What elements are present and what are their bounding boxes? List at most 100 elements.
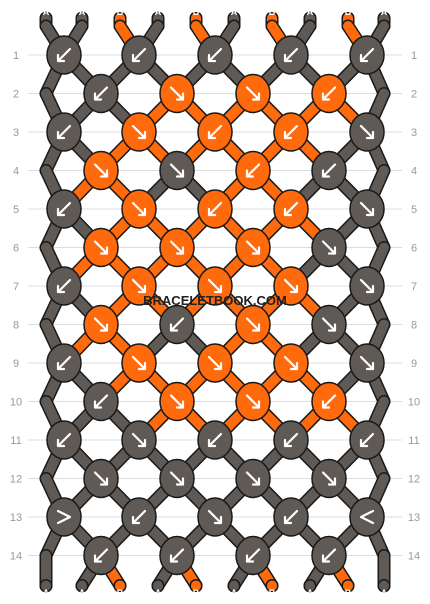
strand-label-bottom: B (117, 588, 124, 598)
knot-arrow-icon (56, 432, 72, 448)
strand-label-top: A (43, 7, 50, 17)
knot-arrow-icon (169, 548, 185, 563)
row-number-right: 3 (411, 127, 417, 139)
knot-arrow-icon (56, 355, 72, 371)
knot-arrow-icon (131, 432, 147, 448)
knot-arrow-icon (359, 201, 375, 217)
knot (83, 304, 119, 345)
knot (83, 535, 119, 576)
strand-label-top: B (193, 7, 200, 17)
knot (159, 73, 195, 114)
knot-body (349, 497, 385, 537)
row-number-left: 14 (10, 551, 22, 563)
knot (121, 266, 157, 306)
knot-arrow-icon (93, 548, 109, 563)
knot (235, 381, 271, 422)
knot (273, 112, 309, 152)
knot (83, 150, 119, 191)
knot-arrow-icon (207, 47, 223, 63)
row-number-right: 13 (408, 512, 420, 524)
knot (121, 343, 157, 383)
knot (349, 189, 385, 229)
strand-label-top: B (345, 7, 352, 17)
strand-label-bottom: A (231, 588, 238, 598)
knot-arrow-icon (93, 86, 109, 101)
knot (273, 343, 309, 383)
knot (311, 535, 347, 576)
knot (159, 535, 195, 576)
knot (197, 189, 233, 229)
knot (121, 112, 157, 152)
knot (349, 497, 385, 537)
row-number-left: 5 (13, 204, 19, 216)
strand-label-top: B (269, 7, 276, 17)
knot (311, 73, 347, 114)
strand-label-bottom: A (155, 588, 162, 598)
strand-label-bottom: A (79, 588, 86, 598)
knot-arrow-icon (321, 163, 337, 178)
knot-grid (46, 35, 385, 576)
knot-arrow-icon (56, 509, 72, 525)
knot-arrow-icon (93, 317, 109, 332)
knot (121, 497, 157, 537)
knot-arrow-icon (131, 355, 147, 371)
knot (349, 343, 385, 383)
knot-arrow-icon (321, 86, 337, 101)
knot-arrow-icon (245, 548, 261, 563)
knot (235, 150, 271, 191)
knot-arrow-icon (169, 317, 185, 332)
knot (46, 497, 82, 537)
knot (311, 381, 347, 422)
row-number-right: 2 (411, 89, 417, 101)
knot-arrow-icon (359, 278, 375, 294)
knot (83, 381, 119, 422)
knot (311, 304, 347, 345)
knot-arrow-icon (207, 201, 223, 217)
knot (159, 381, 195, 422)
knot-arrow-icon (207, 124, 223, 140)
strand-label-bottom: B (193, 588, 200, 598)
knot (349, 112, 385, 152)
row-number-left: 4 (13, 166, 19, 178)
knot (235, 535, 271, 576)
strand-label-top: B (117, 7, 124, 17)
strand-label-top: A (79, 7, 86, 17)
knot-arrow-icon (321, 394, 337, 409)
strand-label-top: A (155, 7, 162, 17)
knot-arrow-icon (283, 432, 299, 448)
knot-arrow-icon (283, 124, 299, 140)
knot-arrow-icon (56, 278, 72, 294)
knot-arrow-icon (56, 124, 72, 140)
knot (197, 112, 233, 152)
knot-arrow-icon (359, 509, 375, 525)
row-number-right: 9 (411, 358, 417, 370)
knot (83, 73, 119, 114)
knot (121, 189, 157, 229)
row-number-left: 12 (10, 474, 22, 486)
knot-arrow-icon (283, 355, 299, 371)
knot (273, 497, 309, 537)
knot (83, 458, 119, 499)
watermark: BRACELETBOOK.COM (143, 293, 287, 308)
knot (121, 35, 157, 75)
knot-arrow-icon (93, 394, 109, 409)
knot (235, 227, 271, 268)
knot-arrow-icon (321, 548, 337, 563)
knot (311, 458, 347, 499)
row-number-left: 10 (10, 397, 22, 409)
row-number-left: 11 (10, 435, 21, 447)
row-number-left: 3 (13, 127, 19, 139)
knot (197, 35, 233, 75)
strand-label-bottom: B (269, 588, 276, 598)
knot (197, 497, 233, 537)
row-number-right: 6 (411, 243, 417, 255)
knot-body (46, 497, 82, 537)
knot-arrow-icon (283, 509, 299, 525)
row-number-right: 4 (411, 166, 417, 178)
knot (349, 35, 385, 75)
knot-arrow-icon (207, 355, 223, 371)
knot-arrow-icon (245, 317, 261, 332)
knot (159, 150, 195, 191)
row-number-right: 11 (408, 435, 419, 447)
